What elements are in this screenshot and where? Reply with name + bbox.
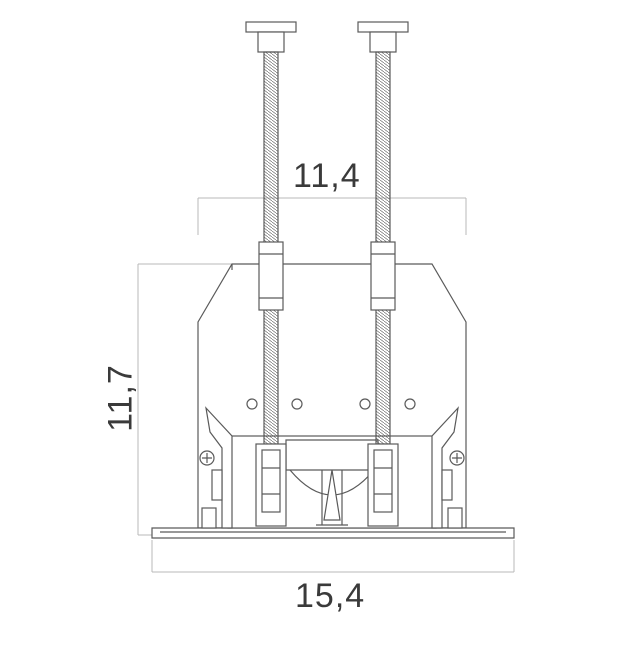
left-foot — [201, 507, 217, 529]
left-rod-nut — [257, 31, 285, 53]
screw-hole-2 — [291, 398, 303, 410]
right-foot — [447, 507, 463, 529]
right-rod-cap — [357, 21, 409, 33]
center-block — [285, 439, 379, 471]
trim-flange — [151, 527, 515, 539]
dimension-lines — [137, 197, 515, 573]
right-rod-coupler — [370, 241, 396, 311]
left-spring-clip — [205, 406, 233, 529]
left-rod-cap — [245, 21, 297, 33]
left-threaded-rod — [245, 21, 297, 527]
screw-hole-4 — [404, 398, 416, 410]
dimension-label-top-width: 11,4 — [293, 157, 361, 195]
dimension-label-height: 11,7 — [101, 364, 140, 432]
right-rod-nut — [369, 31, 397, 53]
right-threaded-rod — [357, 21, 409, 527]
left-rod-coupler — [258, 241, 284, 311]
fixture-body — [151, 263, 515, 539]
left-latch — [211, 469, 223, 501]
center-spring — [316, 470, 348, 526]
right-spring-clip — [431, 406, 459, 529]
screw-hole-1 — [246, 398, 258, 410]
screw-hole-3 — [359, 398, 371, 410]
dimension-label-bottom-width: 15,4 — [295, 577, 366, 615]
center-clip — [323, 469, 341, 521]
right-latch — [441, 469, 453, 501]
